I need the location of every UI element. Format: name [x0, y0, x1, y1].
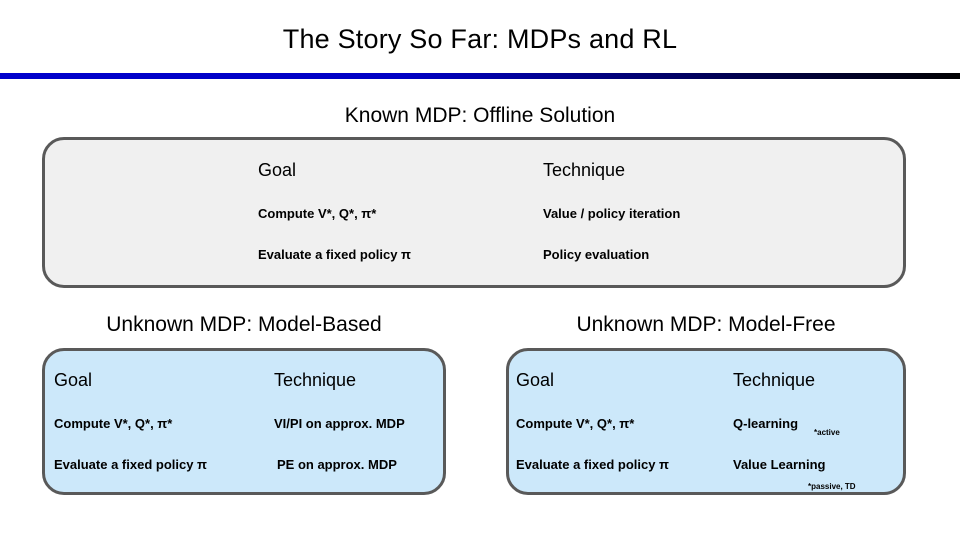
model-free-column-header-goal: Goal: [516, 370, 555, 390]
model-based-column-header-goal: Goal: [54, 370, 93, 390]
model-free-footnote-passive: *passive, TD: [808, 482, 856, 491]
model-free-row-1-technique: Q-learning: [733, 416, 799, 431]
panel-model-based: [42, 348, 446, 495]
section-heading-model-free: Unknown MDP: Model-Free: [576, 313, 836, 336]
panel-model-free: [506, 348, 906, 495]
model-based-row-1-technique: VI/PI on approx. MDP: [274, 416, 405, 431]
model-free-row-1-goal: Compute V*, Q*, π*: [516, 416, 635, 431]
known-column-header-goal: Goal: [258, 160, 297, 180]
known-row-1-goal: Compute V*, Q*, π*: [258, 206, 377, 221]
model-free-footnote-active: *active: [814, 428, 840, 437]
known-column-header-technique: Technique: [543, 160, 626, 180]
known-row-2-technique: Policy evaluation: [543, 247, 650, 262]
known-row-1-technique: Value / policy iteration: [543, 206, 681, 221]
model-free-row-2-goal: Evaluate a fixed policy π: [516, 457, 670, 472]
model-free-row-2-technique: Value Learning: [733, 457, 826, 472]
panel-known-mdp: [42, 137, 906, 288]
section-heading-model-based: Unknown MDP: Model-Based: [106, 313, 382, 336]
model-based-row-1-goal: Compute V*, Q*, π*: [54, 416, 173, 431]
model-based-row-2-goal: Evaluate a fixed policy π: [54, 457, 208, 472]
known-row-2-goal: Evaluate a fixed policy π: [258, 247, 412, 262]
model-based-column-header-technique: Technique: [274, 370, 357, 390]
model-based-row-2-technique: PE on approx. MDP: [277, 457, 397, 472]
page-title: The Story So Far: MDPs and RL: [282, 24, 678, 54]
section-heading-known-mdp: Known MDP: Offline Solution: [344, 104, 616, 127]
title-divider: [0, 73, 960, 79]
model-free-column-header-technique: Technique: [733, 370, 816, 390]
